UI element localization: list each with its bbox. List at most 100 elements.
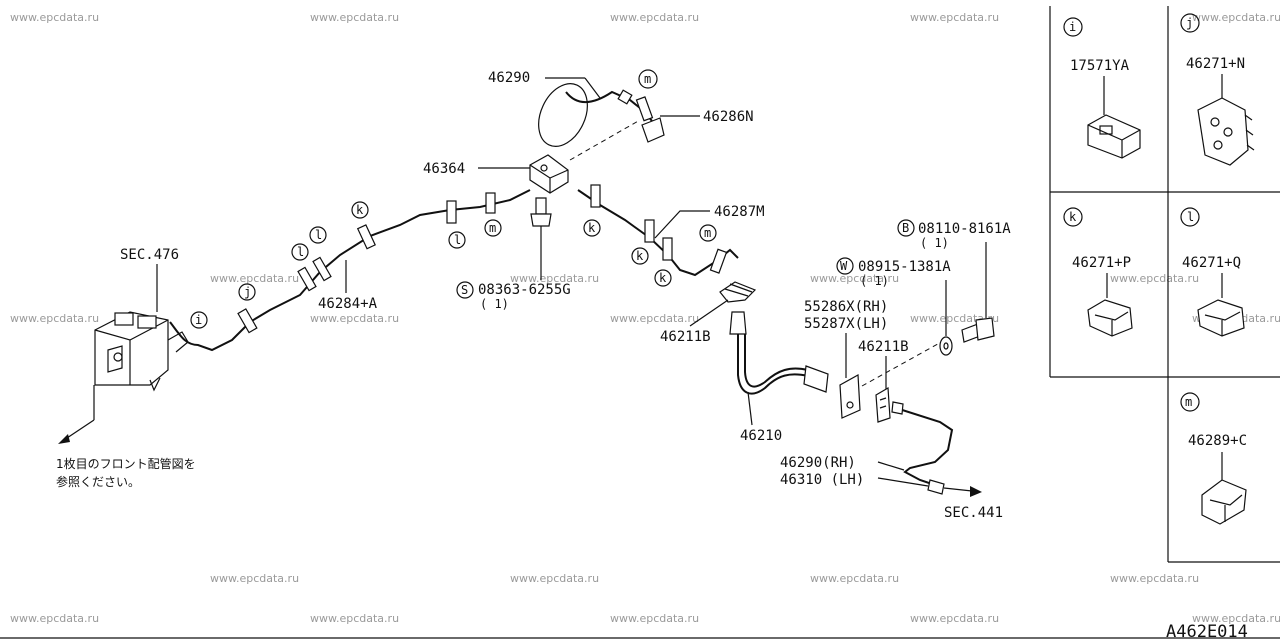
callout-B: B (902, 221, 909, 235)
arrow-head (58, 434, 70, 444)
brake-tube-46284: 46284+A (169, 189, 531, 352)
detail-panels: i 17571YA j 46271+N k 46271+P (1049, 6, 1280, 563)
callout-k: k (356, 203, 364, 217)
clip-46211B-lower: 46211B (858, 339, 909, 423)
callout-j: j (244, 285, 251, 299)
detail-letter-m: m (1185, 395, 1192, 409)
callout-l: l (297, 245, 304, 259)
note-line-1: 1枚目のフロント配管図を (56, 456, 196, 471)
washer-08915: W 08915-1381A ( 1) (836, 257, 953, 356)
label-46290-top: 46290 (488, 70, 530, 86)
watermark: www.epcdata.ru (10, 11, 99, 24)
callout-l: l (315, 228, 322, 242)
bracket-46211B-upper: 46211B (660, 281, 757, 345)
watermark: www.epcdata.ru (610, 312, 699, 325)
label-08915: 08915-1381A (858, 259, 951, 275)
watermark: www.epcdata.ru (10, 612, 99, 625)
connector-46364: 46364 (423, 119, 641, 194)
abs-actuator-assembly: SEC.476 1枚目のフロント配管図を 参照ください。 (56, 247, 196, 489)
watermark: www.epcdata.ru (1110, 572, 1199, 585)
clip-j (237, 308, 258, 334)
watermark: www.epcdata.ru (1192, 11, 1280, 24)
watermark: www.epcdata.ru (810, 272, 899, 285)
detail-part-17571YA: 17571YA (1070, 58, 1130, 74)
label-46211B-upper: 46211B (660, 329, 711, 345)
label-08110: 08110-8161A (918, 221, 1011, 237)
clip-k (644, 219, 655, 243)
section-ref-right: SEC.441 (944, 505, 1003, 521)
watermark: www.epcdata.ru (910, 11, 999, 24)
watermark: www.epcdata.ru (1192, 612, 1280, 625)
bolt-08110: B 08110-8161A ( 1) (897, 219, 1011, 343)
clip-m (635, 96, 654, 122)
detail-letter-k: k (1069, 210, 1077, 224)
detail-part-46271N: 46271+N (1186, 56, 1245, 72)
brake-tube-46287M: k k k m 46287M (577, 184, 765, 287)
detail-panel-l: l 46271+Q (1180, 207, 1245, 337)
brake-tube-46290-top: 46290 m 46286N (488, 69, 754, 147)
callout-S: S (461, 283, 468, 297)
watermark: www.epcdata.ru (510, 572, 599, 585)
detail-part-46271P: 46271+P (1072, 255, 1131, 271)
callout-W: W (840, 259, 848, 273)
watermark: www.epcdata.ru (810, 572, 899, 585)
label-55286X: 55286X(RH) (804, 299, 888, 315)
watermark: www.epcdata.ru (310, 612, 399, 625)
brake-tube-46290-rh: 46290(RH) 46310 (LH) SEC.441 (780, 401, 1003, 521)
detail-panel-k: k 46271+P (1063, 207, 1133, 337)
watermark: www.epcdata.ru (210, 572, 299, 585)
callout-i: i (195, 313, 202, 327)
clip-m (485, 192, 496, 214)
watermark: www.epcdata.ru (210, 272, 299, 285)
detail-letter-l: l (1187, 210, 1194, 224)
callout-l: l (454, 233, 461, 247)
label-46286N: 46286N (703, 109, 754, 125)
clip-k (662, 237, 673, 261)
clip-l (297, 266, 317, 292)
label-46284A: 46284+A (318, 296, 378, 312)
arrow-line (63, 419, 95, 441)
callout-m: m (704, 226, 711, 240)
watermark: www.epcdata.ru (310, 11, 399, 24)
label-46210: 46210 (740, 428, 782, 444)
label-46364: 46364 (423, 161, 465, 177)
watermark: www.epcdata.ru (310, 312, 399, 325)
watermark: www.epcdata.ru (510, 272, 599, 285)
label-46211B-lower: 46211B (858, 339, 909, 355)
detail-panel-m: m 46289+C (1180, 392, 1247, 525)
dashed-guide (569, 119, 641, 161)
label-08363: 08363-6255G (478, 282, 571, 298)
callout-k: k (636, 249, 644, 263)
watermark: www.epcdata.ru (910, 612, 999, 625)
callout-k: k (588, 221, 596, 235)
callout-m: m (489, 221, 496, 235)
detail-letter-j: j (1186, 16, 1193, 30)
clip-l (312, 256, 332, 282)
detail-part-46289C: 46289+C (1188, 433, 1247, 449)
detail-letter-i: i (1069, 20, 1076, 34)
section-ref-left: SEC.476 (120, 247, 179, 263)
label-46287M: 46287M (714, 204, 765, 220)
callout-m: m (644, 72, 651, 86)
actuator-body (94, 311, 189, 392)
clip-k (356, 224, 376, 250)
detail-panel-i: i 17571YA (1063, 17, 1141, 159)
diagram-code: A462E014 (1166, 622, 1248, 640)
label-08110-qty: ( 1) (920, 236, 949, 250)
callouts-left: i j l l k l m (190, 201, 502, 329)
bracket-55286X: 55286X(RH) 55287X(LH) (804, 299, 946, 419)
detail-panel-j: j 46271+N (1180, 13, 1255, 166)
watermark: www.epcdata.ru (610, 11, 699, 24)
label-55287X: 55287X(LH) (804, 316, 888, 332)
watermark: www.epcdata.ru (610, 612, 699, 625)
clip-l (446, 200, 457, 224)
label-08915-qty: ( 1) (860, 274, 889, 288)
detail-part-46271Q: 46271+Q (1182, 255, 1241, 271)
watermark: www.epcdata.ru (1110, 272, 1199, 285)
clip-m (709, 248, 728, 274)
watermark: www.epcdata.ru (10, 312, 99, 325)
label-46290RH: 46290(RH) (780, 455, 856, 471)
clip-k (590, 184, 601, 208)
